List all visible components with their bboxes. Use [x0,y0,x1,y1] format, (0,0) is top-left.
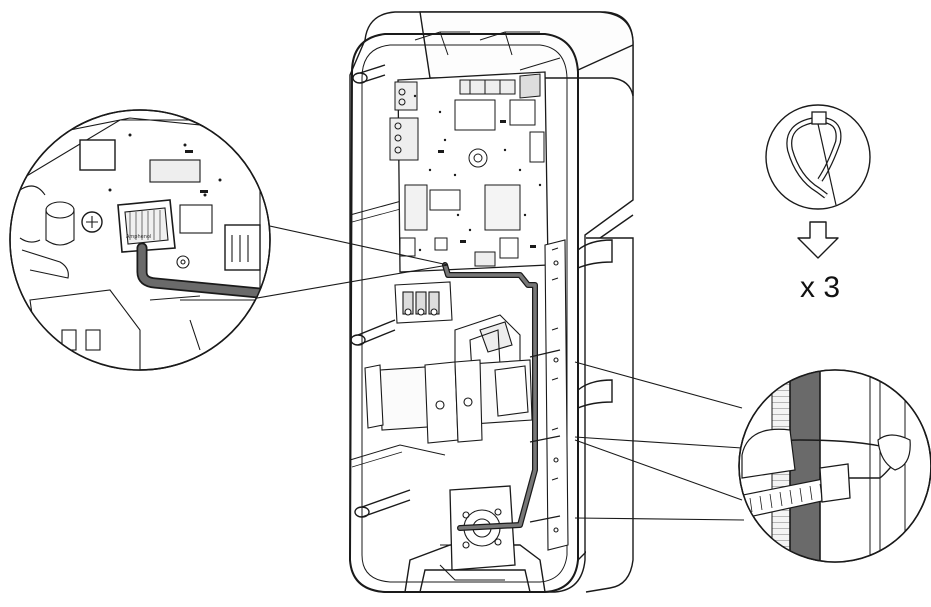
quantity-label: x 3 [800,271,840,304]
data-cable [442,262,538,531]
pcb-detail-marks [413,94,542,252]
detail-circle-connector: Amphenol [9,109,271,371]
cable-tie-mount [529,349,561,523]
control-board [389,71,549,273]
cable-channel [544,239,569,551]
power-section [364,281,533,581]
connector-brand-label: Amphenol [126,234,151,240]
arrow-down-icon [797,221,839,259]
detail-circle-cable-tie [738,369,931,563]
cable-tie-icon [765,104,871,210]
